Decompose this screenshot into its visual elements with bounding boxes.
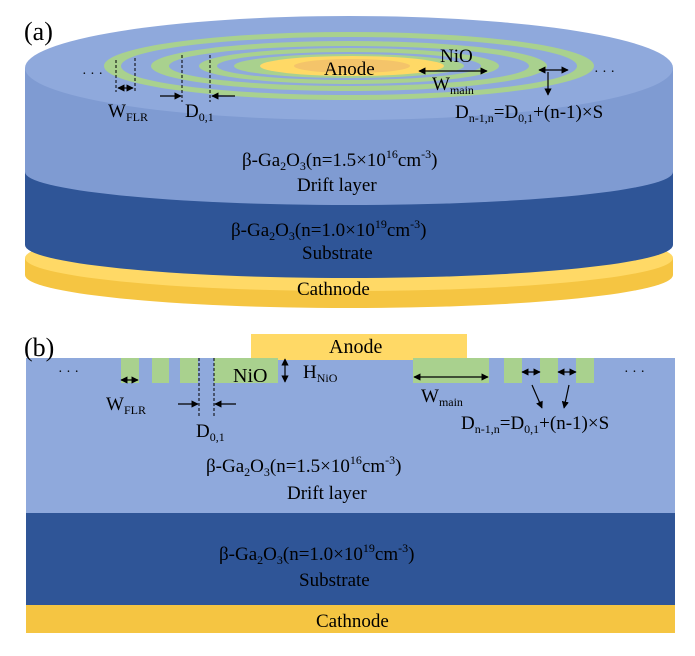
b-substrate-name: Substrate — [299, 570, 370, 591]
b-flr-5 — [540, 358, 558, 383]
a-drift-name: Drift layer — [297, 175, 377, 196]
a-dimension-arrows — [117, 66, 569, 100]
b-flr-3 — [180, 358, 198, 383]
a-anode-inner — [294, 59, 410, 73]
b-substrate-layer — [26, 513, 675, 605]
b-flr-4 — [504, 358, 522, 383]
a-wflr-label: WFLR — [108, 101, 148, 124]
b-dnn-label: Dn-1,n=D0,1+(n-1)×S — [461, 413, 609, 436]
b-anode — [251, 334, 467, 360]
b-cathode-label: Cathnode — [316, 611, 389, 632]
b-cathode-layer — [26, 605, 675, 633]
a-d01-label: D0,1 — [185, 101, 214, 124]
b-pointer-1 — [531, 384, 543, 409]
b-nio-main-left — [214, 358, 278, 383]
b-drift-name: Drift layer — [287, 483, 367, 504]
b-dashed-guides — [198, 358, 215, 418]
a-dashed-guides — [115, 55, 211, 102]
a-ellipsis-right: · · · — [594, 65, 615, 80]
panel-b-cross-section: (b) · · · · · · Anode NiO HNiO Wmain WFL… — [24, 333, 675, 633]
b-ellipsis-left: · · · — [58, 365, 79, 380]
b-drift-layer — [26, 358, 675, 513]
b-drift-formula: β-Ga2O3(n=1.5×1016cm-3) — [206, 453, 401, 479]
panel-a-label: (a) — [24, 17, 53, 46]
b-wmain-label: Wmain — [421, 386, 463, 409]
a-ellipsis-left: · · · — [82, 67, 103, 82]
b-pointer-2 — [561, 384, 570, 409]
a-drift-formula: β-Ga2O3(n=1.5×1016cm-3) — [242, 147, 437, 173]
b-flr-1 — [121, 358, 139, 383]
b-dimension-arrows — [120, 358, 577, 409]
a-dnn-label: Dn-1,n=D0,1+(n-1)×S — [455, 102, 603, 125]
b-d01-label: D0,1 — [196, 421, 225, 444]
b-substrate-formula: β-Ga2O3(n=1.0×1019cm-3) — [219, 541, 414, 567]
b-anode-label: Anode — [329, 336, 382, 358]
a-substrate-name: Substrate — [302, 243, 373, 264]
b-ellipsis-right: · · · — [624, 365, 645, 380]
b-hnio-label: HNiO — [303, 362, 338, 385]
b-nio-regions — [121, 358, 594, 383]
b-wflr-label: WFLR — [106, 394, 146, 417]
a-nio-label: NiO — [440, 46, 473, 67]
b-flr-6 — [576, 358, 594, 383]
a-cathode-label: Cathnode — [297, 279, 370, 300]
a-substrate-formula: β-Ga2O3(n=1.0×1019cm-3) — [231, 217, 426, 243]
panel-b-label: (b) — [24, 333, 54, 362]
a-anode-label: Anode — [324, 59, 375, 80]
b-nio-main-right — [413, 358, 489, 383]
b-flr-2 — [152, 358, 169, 383]
panel-a-3d-view: (a) · · · · · · Anode NiO Wmain WFLR D0,… — [24, 16, 673, 308]
a-wmain-label: Wmain — [432, 74, 474, 97]
b-nio-label: NiO — [233, 365, 267, 387]
